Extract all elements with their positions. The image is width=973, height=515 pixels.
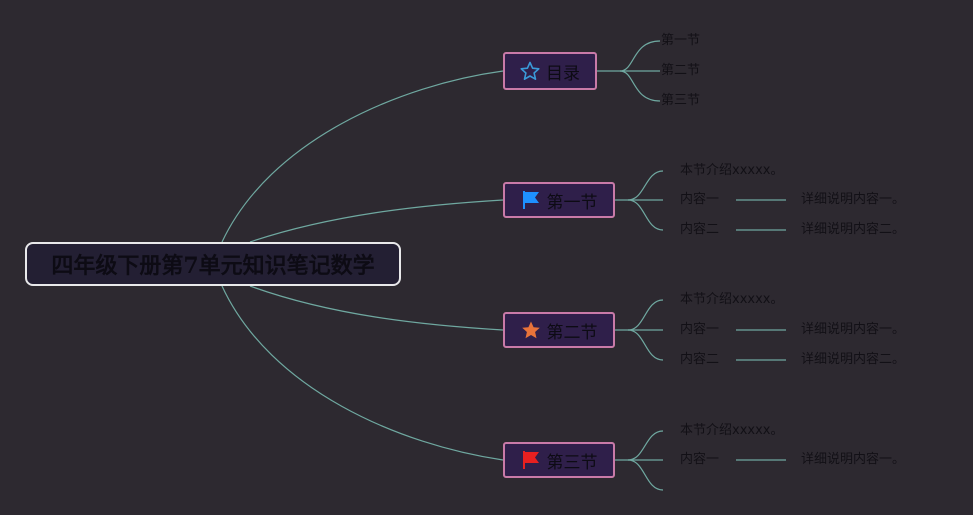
star-outline-icon (520, 61, 540, 81)
branch-section-1[interactable]: 第一节 (503, 182, 615, 218)
flag-icon (521, 450, 541, 470)
flag-icon (521, 190, 541, 210)
branch-label: 第三节 (546, 452, 598, 473)
toc-item[interactable]: 第二节 (661, 63, 701, 78)
toc-item[interactable]: 第一节 (661, 33, 701, 48)
section-intro[interactable]: 本节介绍xxxxx。 (680, 163, 784, 178)
branch-label: 第二节 (546, 322, 598, 343)
toc-item[interactable]: 第三节 (661, 93, 701, 108)
content-detail[interactable]: 详细说明内容一。 (801, 192, 906, 207)
branch-label: 第一节 (546, 192, 598, 213)
content-detail[interactable]: 详细说明内容二。 (801, 222, 906, 237)
branch-section-3[interactable]: 第三节 (503, 442, 615, 478)
content-detail[interactable]: 详细说明内容一。 (801, 452, 906, 467)
content-detail[interactable]: 详细说明内容一。 (801, 322, 906, 337)
star-icon (521, 320, 541, 340)
content-item[interactable]: 内容二 (680, 352, 720, 367)
content-item[interactable]: 内容二 (680, 222, 720, 237)
branch-toc[interactable]: 目录 (503, 52, 597, 90)
content-item[interactable]: 内容一 (680, 322, 720, 337)
section-intro[interactable]: 本节介绍xxxxx。 (680, 292, 784, 307)
content-item[interactable]: 内容一 (680, 452, 720, 467)
branch-label: 目录 (546, 63, 580, 84)
root-title: 四年级下册第7单元知识笔记数学 (51, 253, 375, 279)
branch-section-2[interactable]: 第二节 (503, 312, 615, 348)
section-intro[interactable]: 本节介绍xxxxx。 (680, 423, 784, 438)
content-item[interactable]: 内容一 (680, 192, 720, 207)
root-topic[interactable]: 四年级下册第7单元知识笔记数学 (25, 242, 401, 286)
content-detail[interactable]: 详细说明内容二。 (801, 352, 906, 367)
